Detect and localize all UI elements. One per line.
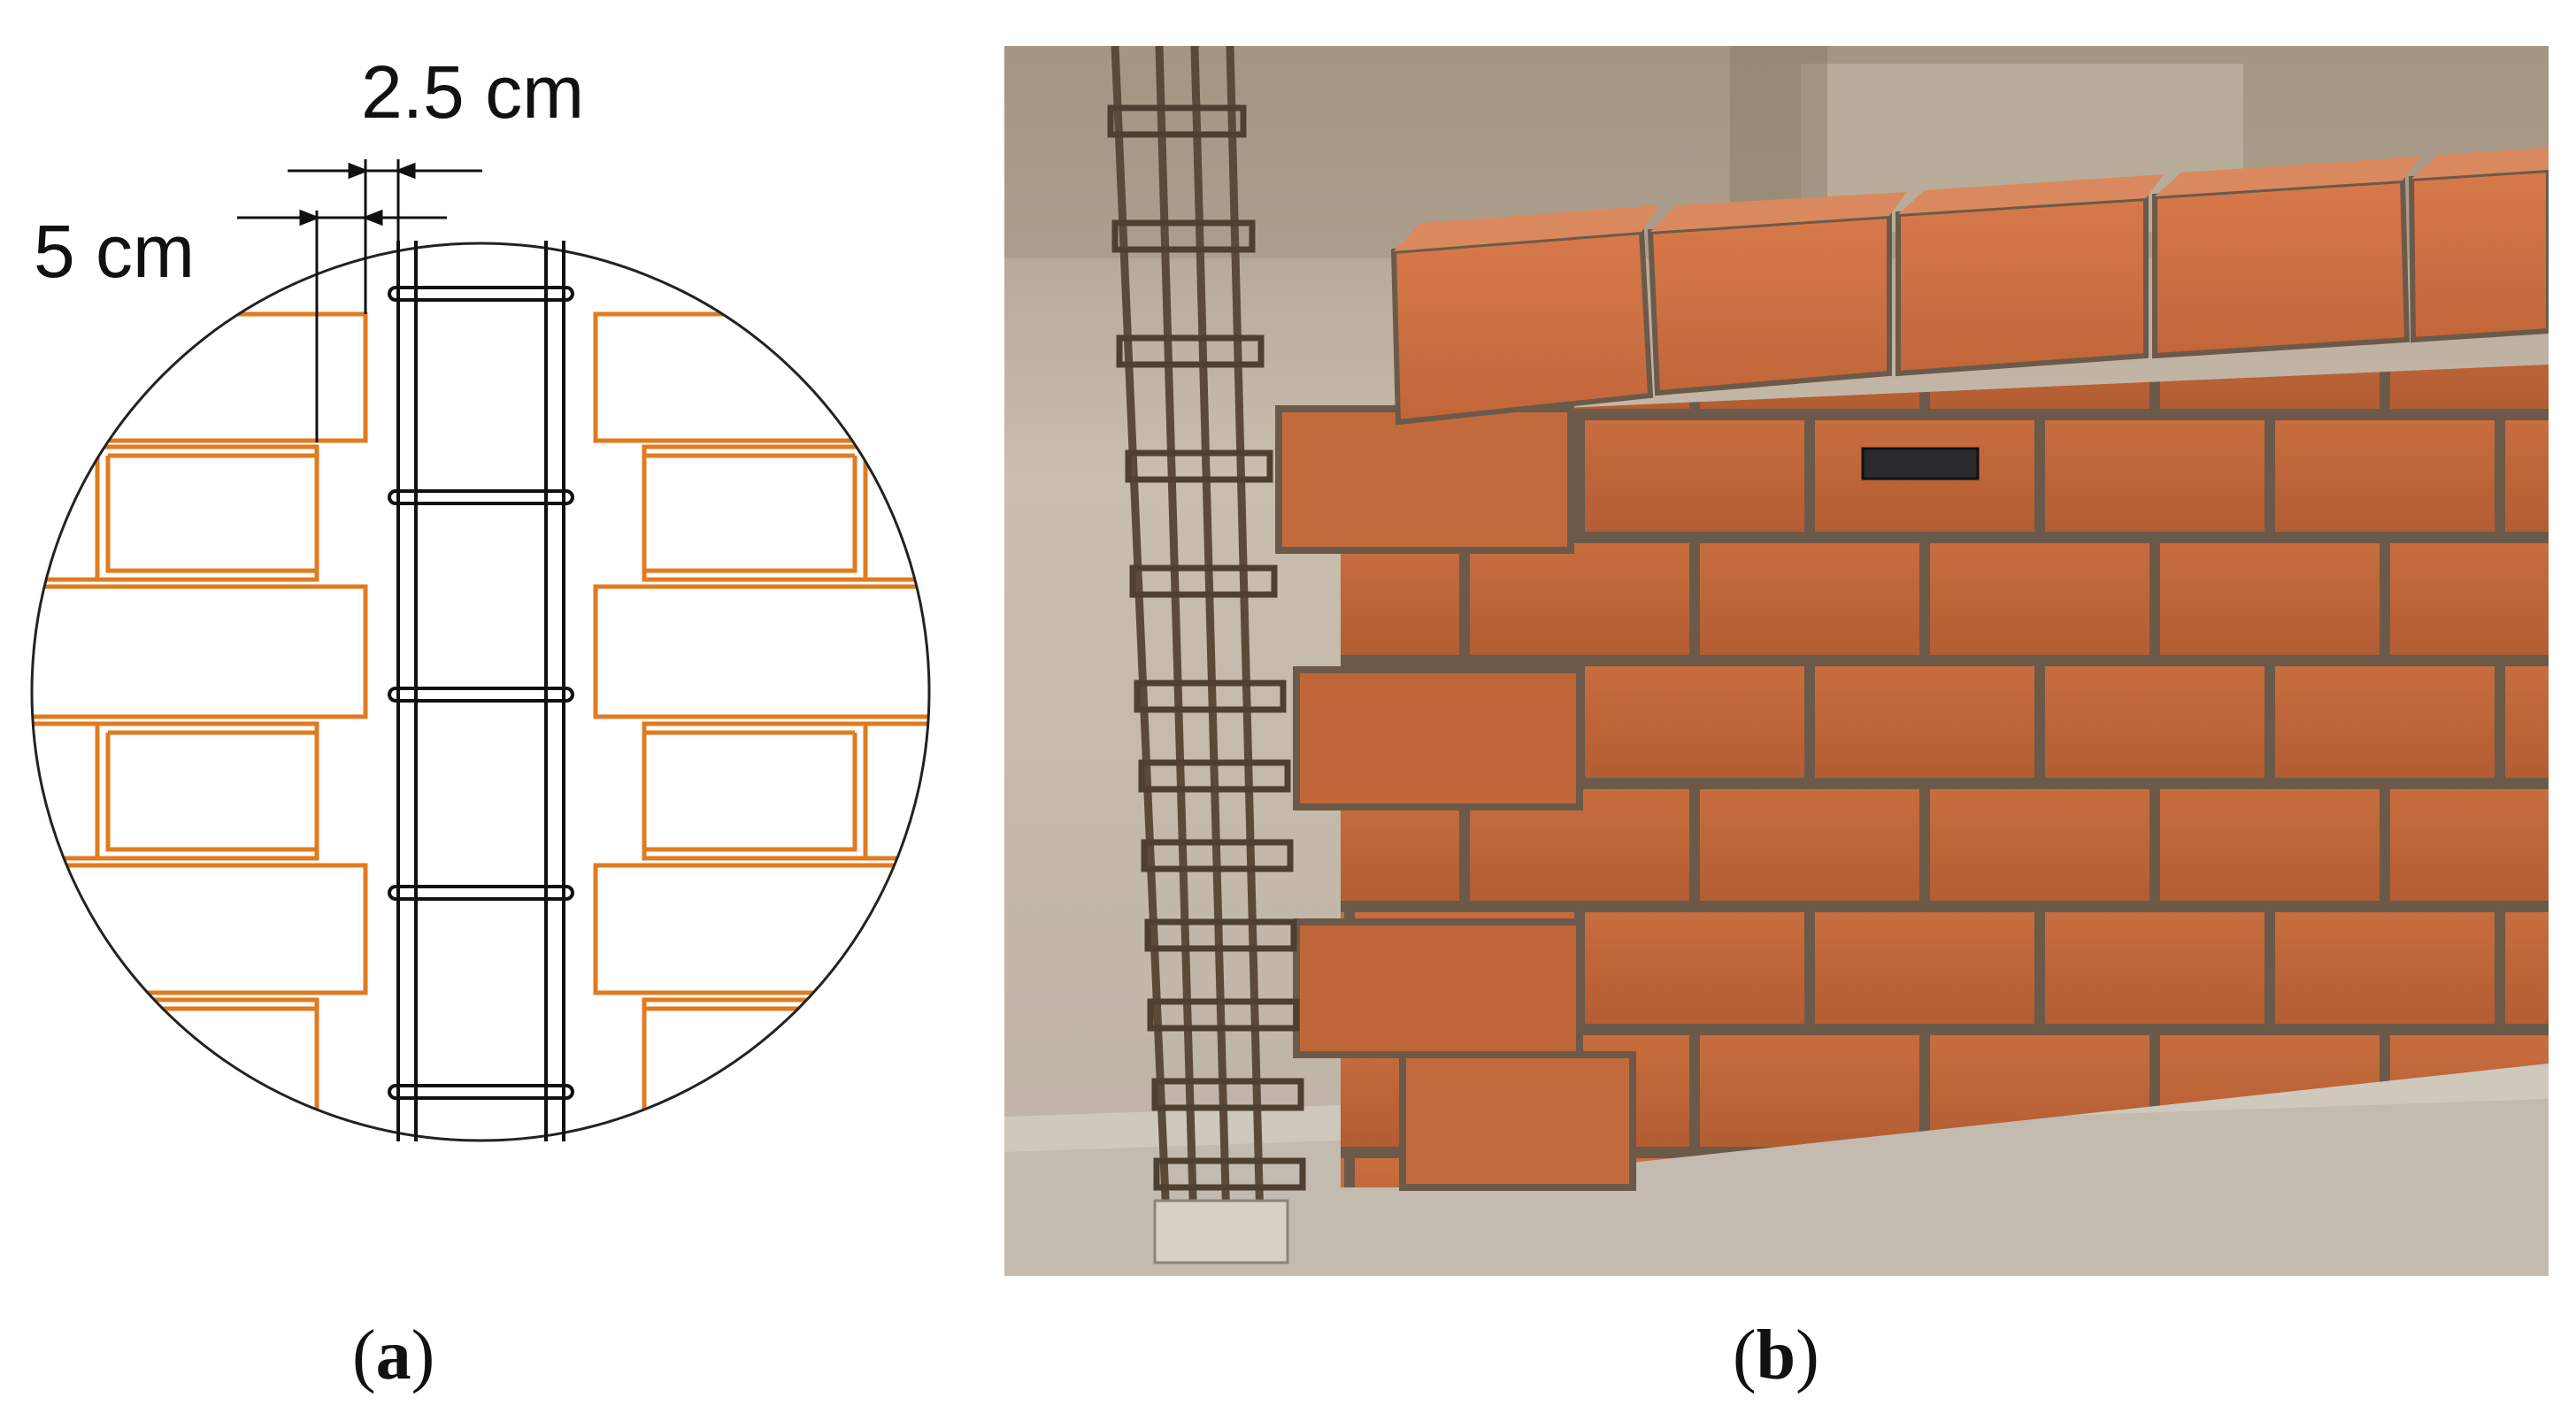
- brick-right-6: [642, 997, 929, 1141]
- brick-left-5: [32, 863, 368, 995]
- brick-left-2: [32, 444, 319, 582]
- brick-right-5: [593, 863, 929, 995]
- brick-right-4: [642, 721, 929, 861]
- brick-right-1: [593, 311, 929, 443]
- brick-left-3: [32, 584, 368, 719]
- caption-b: (b): [1733, 1317, 1819, 1394]
- brick-right-3: [593, 584, 929, 719]
- dimension-label-5cm: 5 cm: [34, 210, 196, 293]
- dimension-label-2-5cm: 2.5 cm: [361, 50, 585, 134]
- caption-a: (a): [352, 1317, 435, 1394]
- detail-drawing: [30, 159, 931, 1142]
- brick-left-6: [32, 997, 319, 1141]
- brick-right-2: [642, 444, 929, 582]
- detail-circle: [30, 242, 931, 1142]
- wall-photo: [1004, 45, 2551, 1276]
- rebar-cage: [388, 241, 574, 1141]
- panel-a-schematic: 2.5 cm 5 cm: [0, 0, 973, 1239]
- rebar-stirrups: [1107, 104, 1306, 1191]
- panel-b-photo: [1004, 45, 2551, 1276]
- brick-left-4: [32, 721, 319, 861]
- dimension-lines: [237, 159, 482, 442]
- brick-courses: [32, 311, 929, 1141]
- brick-left-1: [32, 311, 368, 443]
- brick-wall: [1275, 148, 2551, 1191]
